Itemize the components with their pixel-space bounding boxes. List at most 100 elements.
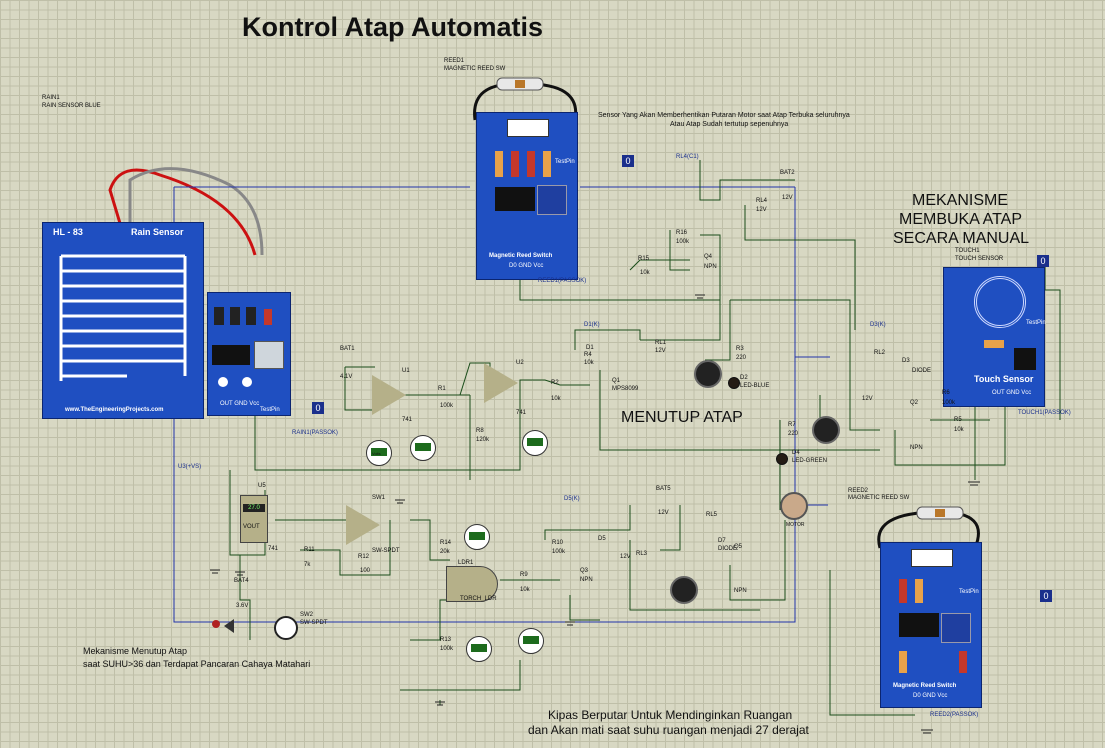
sensor-note-line-1: Sensor Yang Akan Memberhentikan Putaran …: [598, 112, 850, 119]
rl4-label: RL4: [756, 198, 768, 204]
d7-label: D7: [718, 538, 726, 544]
torch-icon[interactable]: [224, 619, 234, 633]
voltmeter-6: [518, 628, 544, 654]
logic-state-rain[interactable]: 0: [312, 402, 324, 414]
r4-value: 10k: [584, 360, 594, 366]
voltmeter-2: [410, 435, 436, 461]
r7-value: 220: [788, 431, 799, 437]
reed2-part: MAGNETIC REED SW: [848, 495, 910, 501]
rain-plate-title: Rain Sensor: [131, 227, 184, 237]
reed1-probe: REED1(PASSOK): [538, 278, 587, 284]
q5-label: Q5: [734, 544, 743, 550]
voltmeter-3: [522, 430, 548, 456]
r14-label: R14: [440, 540, 452, 546]
u3-value: 741: [268, 546, 279, 552]
q3-label: Q3: [580, 568, 589, 574]
u3-probe: U3(+VS): [178, 464, 202, 470]
touch-probe: TOUCH1(PASSOK): [1018, 410, 1071, 416]
q4-label: Q4: [704, 254, 713, 260]
r15-label: R15: [638, 256, 650, 262]
touch-ref: TOUCH1: [955, 248, 980, 254]
rain-sensor-module[interactable]: OUT GND Vcc TestPin: [207, 292, 291, 416]
r9-value: 10k: [520, 587, 530, 593]
bat2-value: 12V: [782, 195, 793, 201]
reed2-name: Magnetic Reed Switch: [893, 683, 957, 689]
touch-name: Touch Sensor: [974, 374, 1034, 384]
rl3-label: RL3: [636, 551, 648, 557]
u5-value: SW-SPDT: [372, 548, 400, 554]
r13-value: 100k: [440, 646, 454, 652]
q4-value: NPN: [704, 264, 717, 270]
reed1-name: Magnetic Reed Switch: [489, 253, 553, 259]
motor-1[interactable]: [694, 360, 722, 388]
d7-value: DIODE: [718, 546, 738, 552]
d3-label: D3: [902, 358, 910, 364]
rl1-label: RL1: [655, 340, 667, 346]
u3-display: 27.0: [243, 504, 265, 512]
reed2-probe: REED2(PASSOK): [930, 712, 979, 718]
q1-label: Q1: [612, 378, 621, 384]
reed2-testpin: TestPin: [959, 589, 979, 595]
opamp-u1[interactable]: [372, 375, 406, 415]
touch-pad-icon[interactable]: [974, 276, 1026, 328]
and-gate-u4[interactable]: [446, 566, 498, 602]
rain-sensor-plate[interactable]: HL - 83 Rain Sensor www.TheEngineeringPr…: [42, 222, 204, 419]
close-mechanism-line-2: saat SUHU>36 dan Terdapat Pancaran Cahay…: [83, 659, 311, 669]
ldr1[interactable]: [274, 616, 298, 640]
manual-note-line-1: MEKANISME: [912, 192, 1009, 209]
fan-note-line-2: dan Akan mati saat suhu ruangan menjadi …: [528, 723, 809, 737]
rain-plate-url: www.TheEngineeringProjects.com: [65, 407, 164, 413]
r4-label: R4: [584, 352, 592, 358]
r13-label: R13: [440, 637, 452, 643]
rain-part: RAIN SENSOR BLUE: [42, 103, 101, 109]
reed2-pins: D0 GND Vcc: [913, 693, 948, 699]
bat4-value: 3.6V: [236, 603, 249, 609]
logic-state-touch[interactable]: 0: [1037, 255, 1049, 267]
q3-value: NPN: [580, 577, 593, 583]
fan-motor-label: MOTOR: [786, 522, 805, 528]
touch-sensor-module[interactable]: Touch Sensor OUT GND Vcc TestPin: [943, 267, 1046, 407]
reed1-testpin: TestPin: [555, 159, 575, 165]
temp-sensor-u3[interactable]: 27.0 VOUT: [240, 495, 268, 543]
voltmeter-5: [466, 636, 492, 662]
voltmeter-1: [366, 440, 392, 466]
r3-label: R3: [736, 346, 744, 352]
menutup-atap-label: MENUTUP ATAP: [621, 409, 743, 426]
logic-state-reed1[interactable]: 0: [622, 155, 634, 167]
reed2-glass: [877, 506, 980, 549]
rain-module-pot[interactable]: [254, 341, 284, 369]
u5-label: SW1: [372, 495, 386, 501]
touch-testpin: TestPin: [1026, 320, 1046, 326]
bat4-label: BAT4: [234, 578, 249, 584]
rain-module-testpin: TestPin: [260, 407, 280, 413]
u4-label: LDR1: [458, 560, 474, 566]
motor-2[interactable]: [812, 416, 840, 444]
rl2-label: RL2: [874, 350, 886, 356]
diagram-title: Kontrol Atap Automatis: [242, 12, 543, 42]
logic-state-reed2[interactable]: 0: [1040, 590, 1052, 602]
r3-value: 220: [736, 355, 747, 361]
r16-value: 100k: [676, 239, 690, 245]
opamp-u5[interactable]: [346, 505, 380, 545]
reed1-module[interactable]: Magnetic Reed Switch D0 GND Vcc TestPin: [476, 112, 578, 280]
fan-note-line-1: Kipas Berputar Untuk Mendinginkan Ruanga…: [548, 708, 793, 722]
r5-label: R5: [954, 417, 962, 423]
bat2-label: BAT2: [780, 170, 795, 176]
voltmeter-1-unit: Volts: [372, 451, 381, 456]
logic-probe-ldr[interactable]: [212, 620, 220, 628]
d1-probe: D1(K): [584, 322, 600, 328]
reed1-ref: REED1: [444, 58, 465, 64]
r2-label: R2: [551, 380, 559, 386]
motor-3[interactable]: [670, 576, 698, 604]
rl4-value: 12V: [756, 207, 767, 213]
fan-motor[interactable]: [780, 492, 808, 520]
reed2-module[interactable]: Magnetic Reed Switch D0 GND Vcc TestPin: [880, 542, 982, 708]
opamp-u2[interactable]: [484, 363, 518, 403]
rl4-probe: RL4(C1): [676, 154, 699, 160]
u3-pin: VOUT: [243, 524, 260, 530]
rain-module-chip: [212, 345, 250, 365]
r1-value: 100k: [440, 403, 454, 409]
r7-label: R7: [788, 422, 796, 428]
r8-label: R8: [476, 428, 484, 434]
r14-value: 20k: [440, 549, 450, 555]
